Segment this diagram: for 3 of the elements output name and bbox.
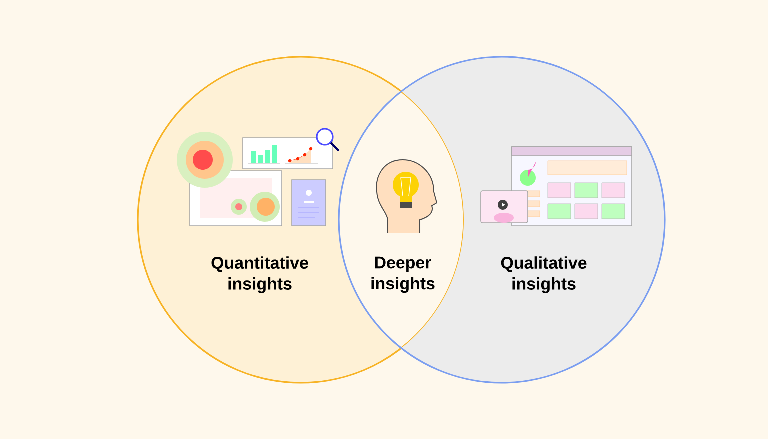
node-label: Quantitative insights (212, 256, 308, 294)
node-label: Qualitative insights (501, 256, 587, 294)
node-label: Deeper insights (372, 256, 435, 294)
